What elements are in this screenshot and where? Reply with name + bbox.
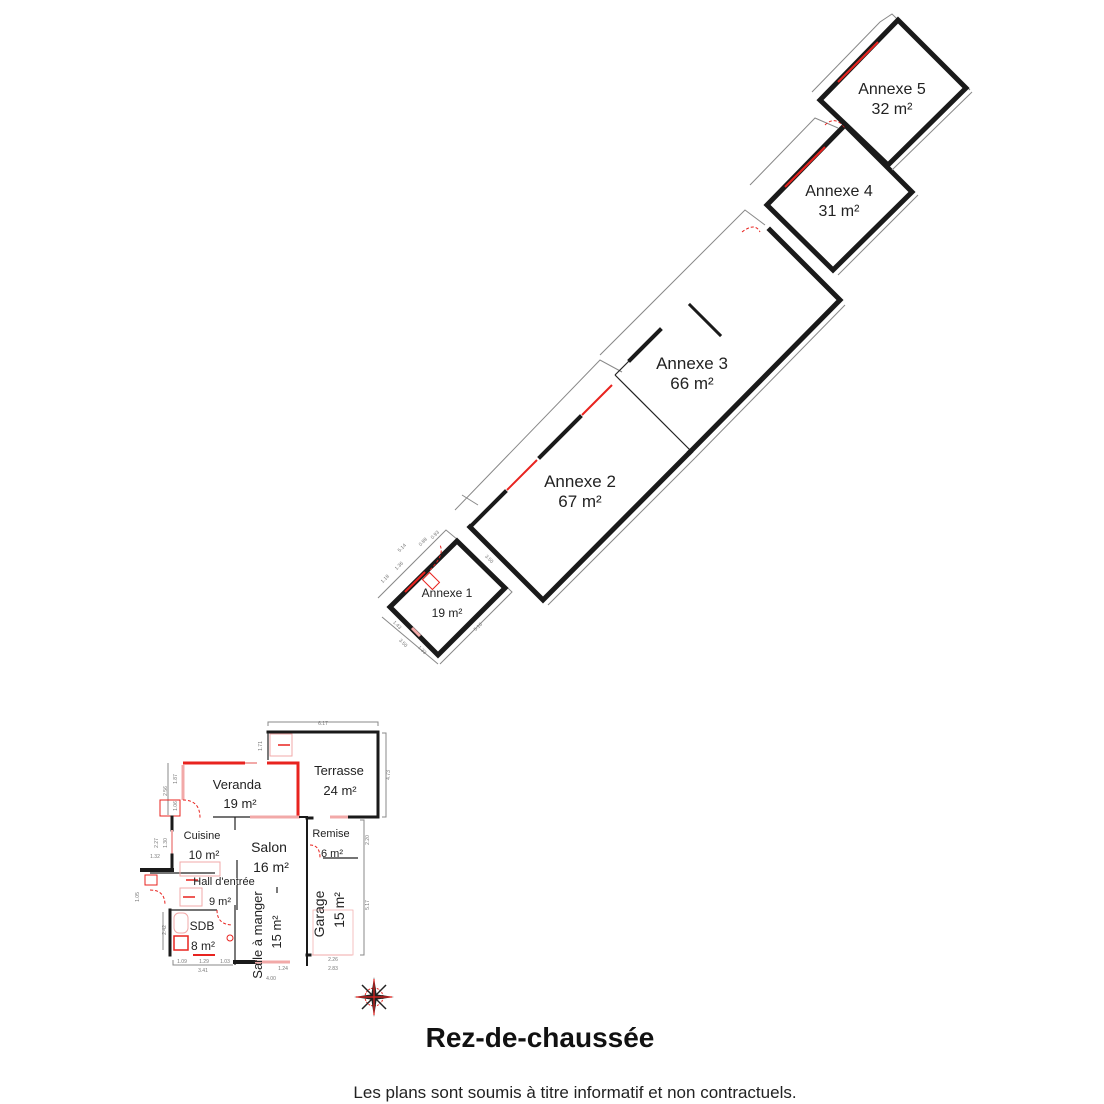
annexe-5-area: 32 m²	[872, 101, 914, 118]
dimension-label: 1.29	[199, 959, 209, 965]
annexe-5: Annexe 5 32 m²	[811, 13, 973, 171]
remise-area: 6 m²	[321, 848, 343, 860]
salon-area: 16 m²	[253, 859, 289, 875]
annexe-1: Annexe 1 19 m² 1.18 1.36 0.88 0.93 5.14 …	[377, 529, 513, 665]
dimension-label: 3.50	[397, 638, 408, 649]
dimension-label: 4.00	[266, 976, 276, 982]
sdb-area: 8 m²	[191, 939, 215, 953]
cuisine-area: 10 m²	[189, 848, 220, 862]
dimension-label: 1.30	[163, 838, 169, 848]
dimension-label: 1.32	[150, 854, 160, 860]
dimension-label: 1.03	[220, 959, 230, 965]
dimension-label: 2.83	[328, 966, 338, 972]
annexe-3: Annexe 3 66 m²	[599, 209, 846, 459]
dimension-label: 2.20	[365, 835, 371, 845]
hall-area: 9 m²	[209, 896, 231, 908]
terrasse-area: 24 m²	[323, 783, 357, 798]
dimension-label: 3.41	[198, 968, 208, 974]
annexe-2-area: 67 m²	[558, 492, 602, 511]
dimension-label: 2.26	[328, 957, 338, 963]
sdb-label: SDB	[190, 919, 215, 933]
dimension-label: 0.88	[418, 537, 429, 548]
dimension-label: 1.06	[173, 801, 179, 811]
annexe-5-label: Annexe 5	[858, 81, 926, 98]
dimension-label: 6.17	[318, 721, 328, 727]
compass-rose-icon	[354, 977, 394, 1017]
annexe-3-label: Annexe 3	[656, 354, 728, 373]
dimension-label: 2.56	[163, 786, 169, 796]
veranda-area: 19 m²	[223, 796, 257, 811]
dimension-label: 0.93	[430, 530, 441, 541]
dimension-label: 5.16	[473, 622, 484, 633]
dimension-label: 1.87	[173, 774, 179, 784]
dimension-label: 1.33	[416, 645, 427, 656]
garage-area: 15 m²	[331, 892, 347, 928]
remise-label: Remise	[312, 828, 349, 840]
dimension-label: 1.05	[135, 892, 141, 902]
salon-label: Salon	[251, 839, 287, 855]
dimension-label: 3.50	[483, 554, 494, 565]
salle-a-manger-area: 15 m²	[269, 915, 284, 949]
annexe-2-label: Annexe 2	[544, 472, 616, 491]
annexe-1-area: 19 m²	[432, 606, 463, 620]
veranda-label: Veranda	[213, 777, 262, 792]
dimension-label: 1.36	[394, 561, 405, 572]
dimension-label: 5.17	[365, 900, 371, 910]
annexe-1-label: Annexe 1	[422, 586, 473, 600]
annexe-3-area: 66 m²	[670, 374, 714, 393]
annexe-4-label: Annexe 4	[805, 183, 873, 200]
dimension-label: 5.14	[397, 543, 408, 554]
disclaimer-text: Les plans sont soumis à titre informatif…	[353, 1083, 797, 1102]
garage-label: Garage	[311, 890, 327, 937]
dimension-label: 1.09	[177, 959, 187, 965]
hall-label: Hall d'entrée	[193, 876, 254, 888]
page-title: Rez-de-chaussée	[425, 1022, 655, 1053]
dimension-label: 2.42	[162, 925, 168, 935]
dimension-label: 4.73	[386, 770, 392, 780]
annexe-4: Annexe 4 31 m²	[749, 117, 919, 276]
dimension-label: 1.71	[258, 741, 264, 751]
dimension-label: 2.27	[154, 838, 160, 848]
annexe-2: Annexe 2 67 m²	[454, 359, 696, 606]
annexe-4-area: 31 m²	[819, 203, 861, 220]
dimension-label: 1.24	[278, 966, 288, 972]
dimension-label: 1.18	[380, 574, 391, 585]
salle-a-manger-label: Salle à manger	[250, 891, 265, 979]
house-plan: Veranda 19 m² Terrasse 24 m² Cuisine 10 …	[135, 721, 392, 982]
dimension-label: 1.43	[391, 620, 402, 631]
terrasse-label: Terrasse	[314, 763, 364, 778]
cuisine-label: Cuisine	[184, 830, 221, 842]
